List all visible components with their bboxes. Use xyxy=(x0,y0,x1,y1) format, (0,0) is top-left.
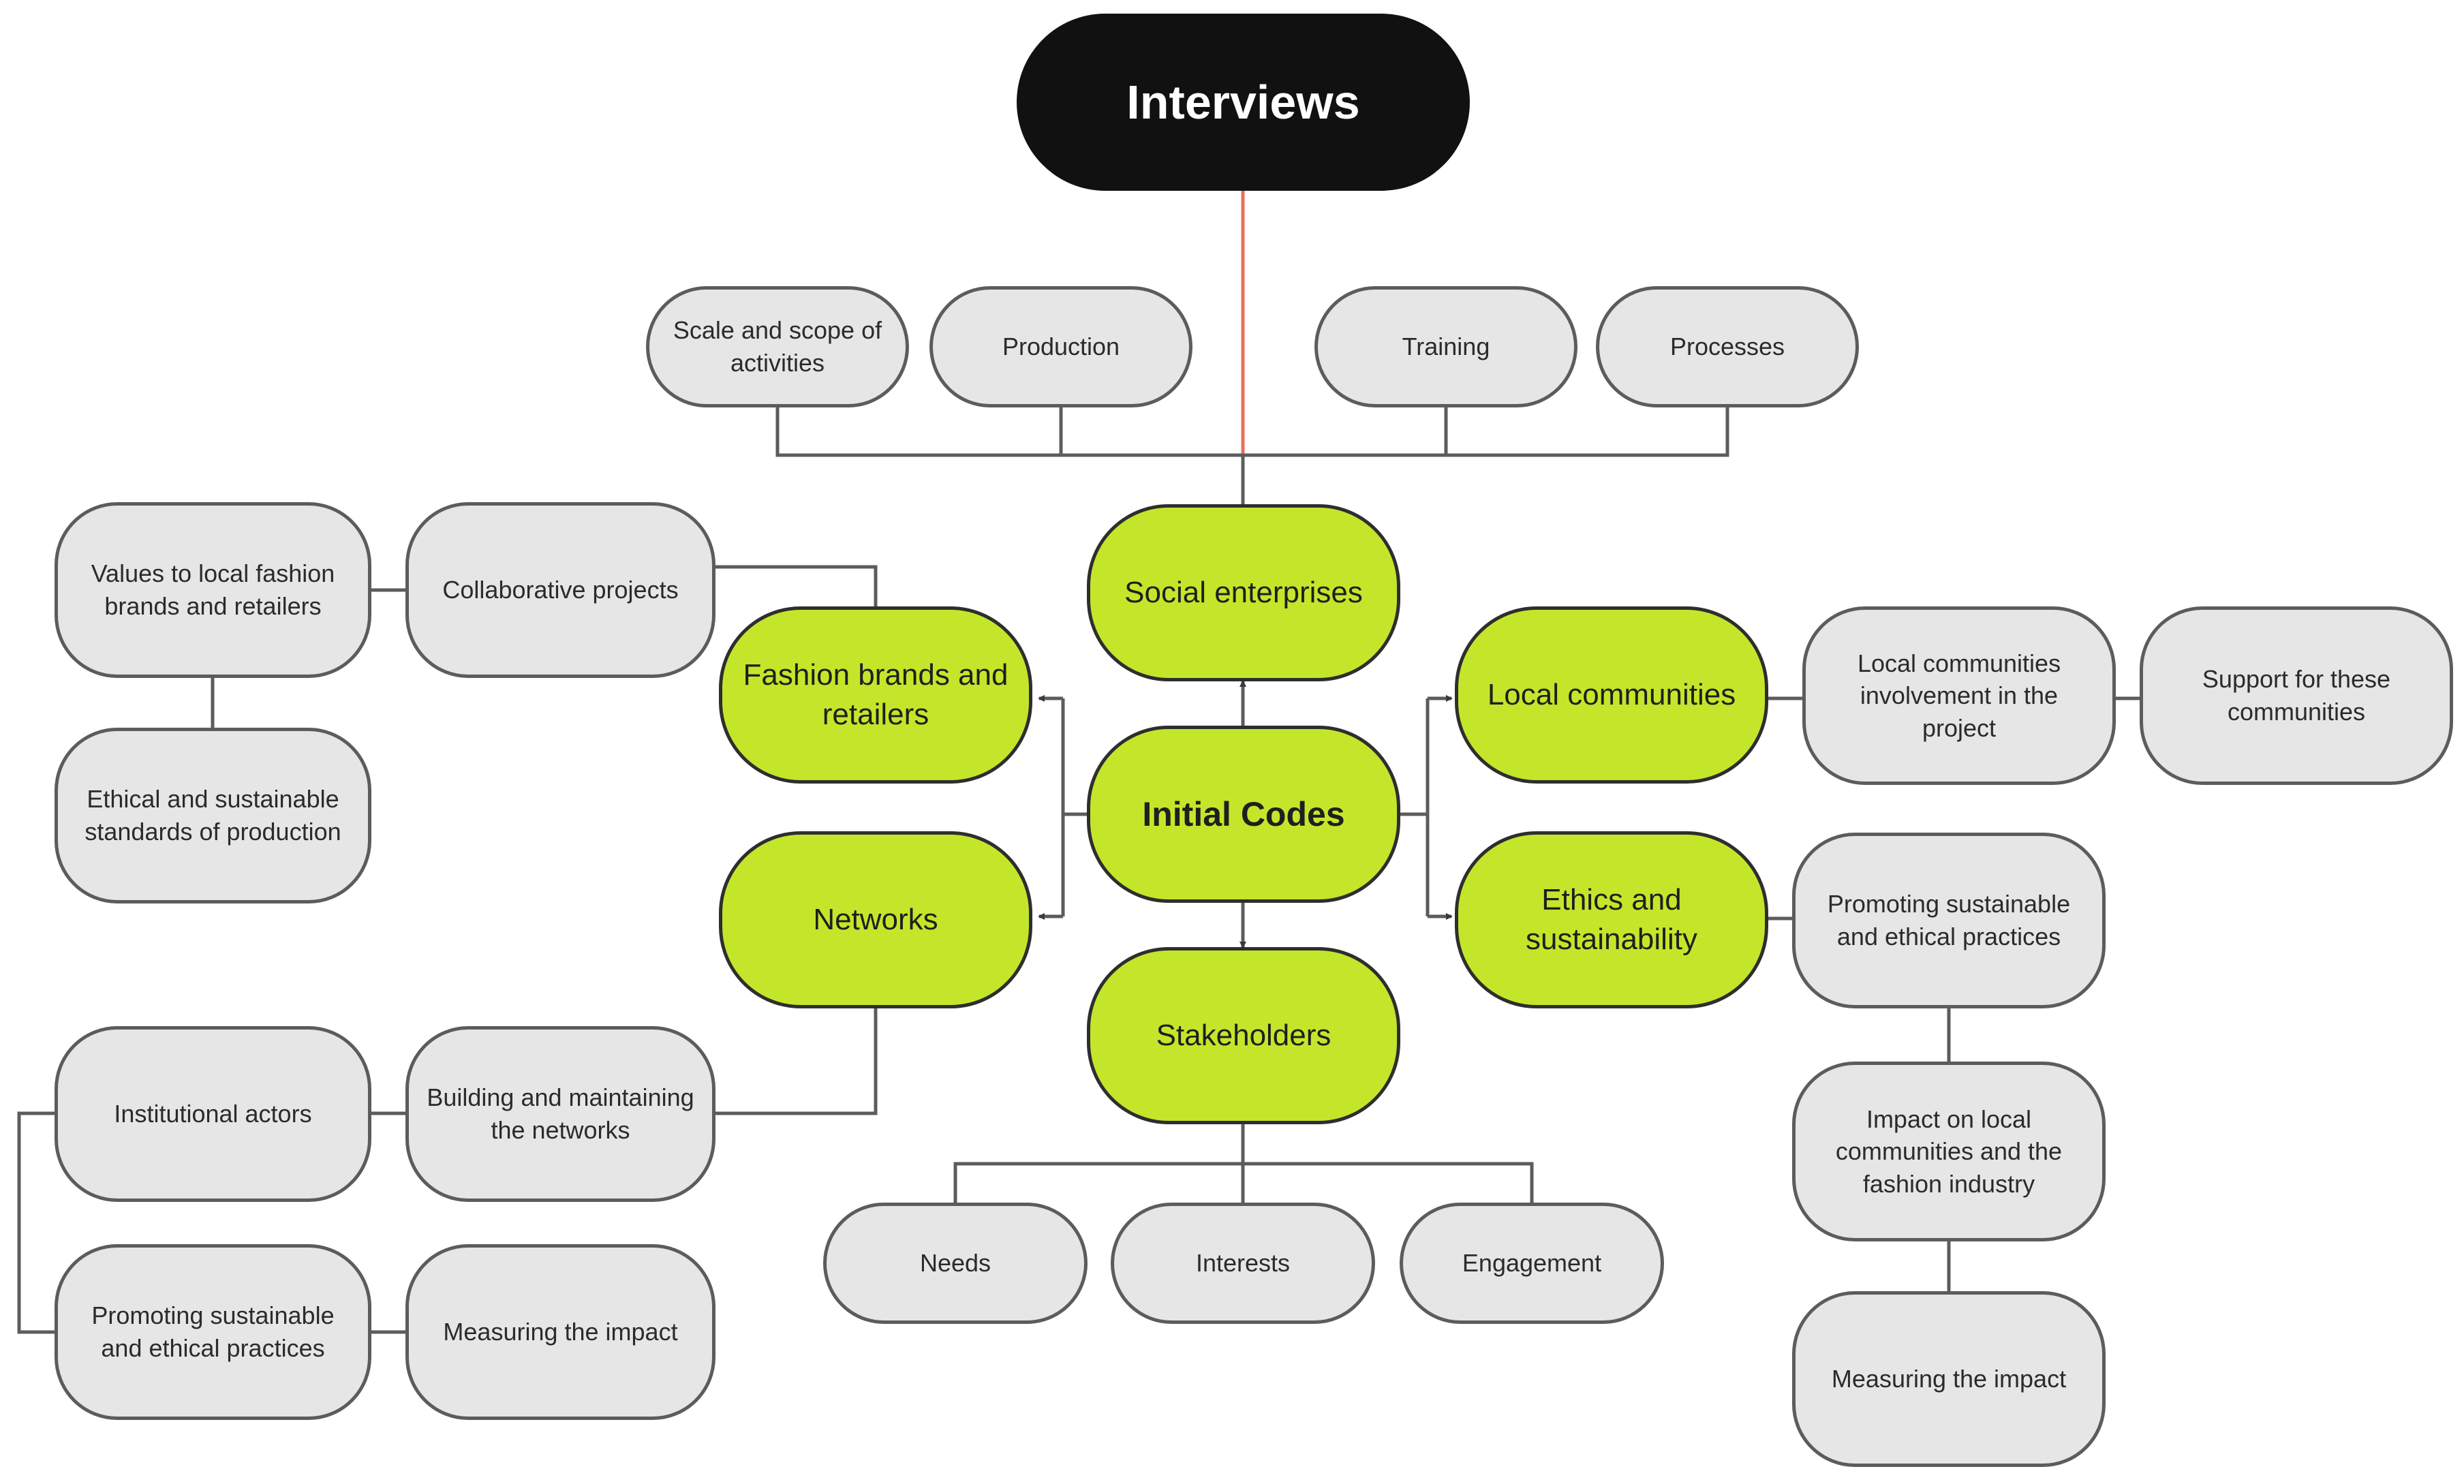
code-community-involvement-label: Local communities involvement in the pro… xyxy=(1857,649,2061,742)
category-local-communities[interactable]: Local communities xyxy=(1455,606,1768,784)
code-measuring-impact-right[interactable]: Measuring the impact xyxy=(1792,1291,2106,1467)
code-production-label: Production xyxy=(1002,333,1120,361)
code-promoting-practices-right-label: Promoting sustainable and ethical practi… xyxy=(1827,890,2071,950)
code-processes[interactable]: Processes xyxy=(1596,286,1859,407)
category-networks[interactable]: Networks xyxy=(719,831,1032,1008)
code-engagement-label: Engagement xyxy=(1462,1249,1602,1278)
code-community-involvement[interactable]: Local communities involvement in the pro… xyxy=(1802,606,2116,785)
stakeholders-codes-bus xyxy=(953,1124,1534,1203)
code-needs-label: Needs xyxy=(919,1249,991,1278)
code-promoting-practices-left-label: Promoting sustainable and ethical practi… xyxy=(91,1301,335,1362)
code-processes-label: Processes xyxy=(1669,333,1785,361)
code-measuring-impact-right-label: Measuring the impact xyxy=(1831,1365,2067,1393)
networks-to-building-line xyxy=(715,1008,878,1115)
category-fashion-brands[interactable]: Fashion brands and retailers xyxy=(719,606,1032,784)
code-community-support[interactable]: Support for these communities xyxy=(2140,606,2453,785)
code-engagement[interactable]: Engagement xyxy=(1400,1203,1664,1324)
code-measuring-impact-left-label: Measuring the impact xyxy=(443,1318,678,1346)
code-promoting-practices-left[interactable]: Promoting sustainable and ethical practi… xyxy=(55,1244,371,1420)
code-impact-local[interactable]: Impact on local communities and the fash… xyxy=(1792,1062,2106,1241)
code-training-label: Training xyxy=(1402,333,1490,361)
left-branch-trunk xyxy=(1061,698,1087,916)
code-community-support-label: Support for these communities xyxy=(2202,665,2391,726)
code-collaborative-projects-label: Collaborative projects xyxy=(442,576,679,604)
interviews-node[interactable]: Interviews xyxy=(1017,14,1470,191)
code-building-networks-label: Building and maintaining the networks xyxy=(427,1083,694,1144)
code-institutional-actors-label: Institutional actors xyxy=(114,1100,312,1128)
code-collaborative-projects[interactable]: Collaborative projects xyxy=(405,502,715,678)
code-institutional-actors[interactable]: Institutional actors xyxy=(55,1026,371,1202)
code-training[interactable]: Training xyxy=(1314,286,1577,407)
initial-codes-node[interactable]: Initial Codes xyxy=(1087,726,1400,903)
category-networks-label: Networks xyxy=(813,902,938,936)
category-social-enterprises-label: Social enterprises xyxy=(1124,575,1363,609)
code-building-networks[interactable]: Building and maintaining the networks xyxy=(405,1026,715,1202)
code-impact-local-label: Impact on local communities and the fash… xyxy=(1835,1104,2063,1198)
code-promoting-practices-right[interactable]: Promoting sustainable and ethical practi… xyxy=(1792,833,2106,1008)
category-ethics-sustainability-label: Ethics and sustainability xyxy=(1526,882,1697,956)
code-measuring-impact-left[interactable]: Measuring the impact xyxy=(405,1244,715,1420)
interviews-label: Interviews xyxy=(1126,75,1360,129)
code-values-local-label: Values to local fashion brands and retai… xyxy=(91,559,335,620)
code-ethical-standards[interactable]: Ethical and sustainable standards of pro… xyxy=(55,728,371,903)
category-stakeholders[interactable]: Stakeholders xyxy=(1087,947,1400,1124)
right-branch-trunk xyxy=(1400,698,1430,916)
initial-codes-label: Initial Codes xyxy=(1142,795,1345,833)
category-stakeholders-label: Stakeholders xyxy=(1156,1018,1331,1052)
code-values-local[interactable]: Values to local fashion brands and retai… xyxy=(55,502,371,678)
code-interests[interactable]: Interests xyxy=(1111,1203,1375,1324)
category-social-enterprises[interactable]: Social enterprises xyxy=(1087,504,1400,681)
code-production[interactable]: Production xyxy=(929,286,1192,407)
code-scale-scope[interactable]: Scale and scope of activities xyxy=(646,286,909,407)
code-ethical-standards-label: Ethical and sustainable standards of pro… xyxy=(84,785,341,846)
code-interests-label: Interests xyxy=(1195,1249,1291,1278)
code-needs[interactable]: Needs xyxy=(823,1203,1088,1324)
category-fashion-brands-label: Fashion brands and retailers xyxy=(743,658,1008,731)
fashion-to-collaborative-line xyxy=(715,565,878,606)
category-local-communities-label: Local communities xyxy=(1487,677,1736,711)
top-codes-bus xyxy=(775,407,1729,504)
category-ethics-sustainability[interactable]: Ethics and sustainability xyxy=(1455,831,1768,1008)
institutional-to-promoting-line xyxy=(17,1111,55,1334)
code-scale-scope-label: Scale and scope of activities xyxy=(673,316,882,377)
